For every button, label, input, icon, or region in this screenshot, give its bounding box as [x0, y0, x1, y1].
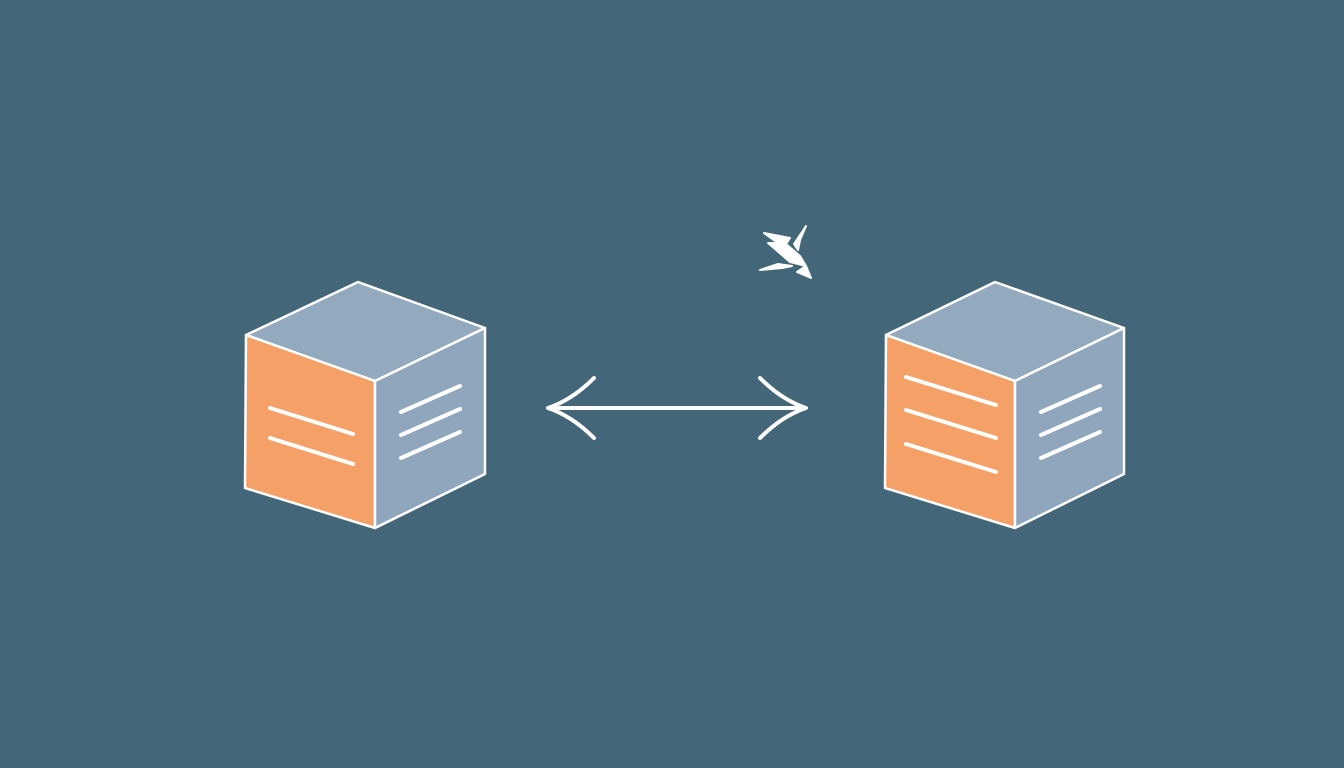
right-cube-front-line [904, 408, 998, 440]
right-cube-front-line [904, 375, 998, 407]
left-cube-front-line [268, 436, 355, 466]
left-cube-front-lines [268, 406, 355, 466]
right-cube-front-lines [904, 375, 998, 474]
left-cube-side-lines [399, 384, 462, 460]
left-cube-front-line [268, 406, 355, 436]
left-cube-side-face [373, 326, 487, 530]
right-cube [883, 280, 1126, 530]
right-cube-side-line [1039, 430, 1102, 460]
left-cube-side-line [399, 407, 462, 437]
down-right-arrow-head [796, 265, 812, 279]
arrow-head-right-icon [758, 376, 808, 440]
down-right-arrow-icon [759, 225, 812, 279]
down-right-arrow-top [793, 225, 807, 251]
left-cube-side-line [399, 384, 462, 414]
right-cube-front-line [904, 442, 998, 474]
arrow-head-left-icon [546, 376, 596, 440]
right-cube-side-line [1039, 384, 1102, 414]
right-cube-side-lines [1039, 384, 1102, 460]
bidirectional-arrow [546, 376, 808, 440]
right-cube-side-face [1013, 326, 1126, 530]
down-right-arrow-tail [759, 263, 793, 271]
left-cube-side-line [399, 430, 462, 460]
down-right-arrow-stroke [763, 232, 807, 267]
left-cube [243, 280, 487, 530]
right-cube-side-line [1039, 407, 1102, 437]
